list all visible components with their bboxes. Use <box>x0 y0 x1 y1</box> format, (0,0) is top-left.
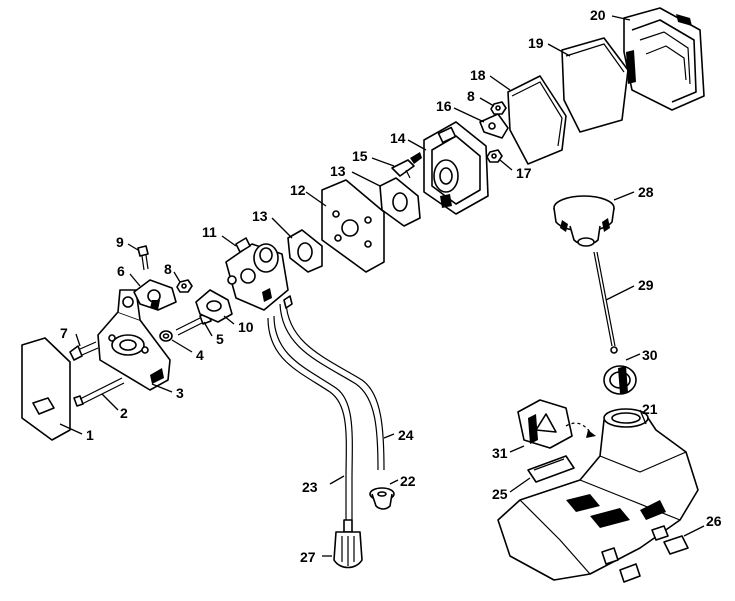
callout-20: 20 <box>590 7 606 23</box>
part-8-nut-right <box>490 101 507 115</box>
callout-6: 6 <box>117 263 125 279</box>
callout-labels: 1 2 3 4 5 6 7 8 9 10 11 12 13 13 15 14 1… <box>60 7 722 565</box>
callout-8-left: 8 <box>164 261 172 277</box>
callout-2: 2 <box>120 405 128 421</box>
callout-31: 31 <box>492 445 508 461</box>
part-12-plate <box>321 179 385 273</box>
callout-10: 10 <box>238 319 254 335</box>
part-28-fuel-cap <box>553 195 615 247</box>
callout-15: 15 <box>352 148 368 164</box>
callout-17: 17 <box>516 165 532 181</box>
callout-22: 22 <box>400 473 416 489</box>
part-21-fuel-tank <box>497 408 699 581</box>
part-29-cord <box>593 251 618 354</box>
callout-18: 18 <box>470 67 486 83</box>
callout-19: 19 <box>528 35 544 51</box>
part-13-gasket-upper <box>379 177 421 227</box>
callout-16: 16 <box>436 98 452 114</box>
callout-30: 30 <box>642 347 658 363</box>
callout-8-right: 8 <box>467 88 475 104</box>
callout-25: 25 <box>492 486 508 502</box>
part-27-fuel-filter <box>333 519 363 569</box>
callout-12: 12 <box>290 182 306 198</box>
callout-5: 5 <box>216 331 224 347</box>
callout-13-lower: 13 <box>252 208 268 224</box>
part-17-nut <box>486 149 503 163</box>
callout-27: 27 <box>300 549 316 565</box>
part-13-gasket-lower <box>287 229 323 273</box>
part-9-screw <box>137 245 149 271</box>
callout-9: 9 <box>116 234 124 250</box>
part-31-label <box>517 399 596 449</box>
part-16-bracket <box>479 113 509 139</box>
part-4-washer <box>159 330 173 342</box>
part-23-fuel-line <box>267 315 353 520</box>
callout-28: 28 <box>638 184 654 200</box>
part-10-gasket <box>195 289 233 323</box>
callout-24: 24 <box>398 427 414 443</box>
part-7-bolt <box>69 341 99 361</box>
part-19-filter-element <box>561 37 629 133</box>
part-3-manifold <box>97 289 171 391</box>
callout-26: 26 <box>706 513 722 529</box>
part-2-long-screw <box>73 377 125 407</box>
part-20-filter-cover <box>623 7 705 111</box>
callout-23: 23 <box>302 479 318 495</box>
part-11-carburetor <box>225 237 289 311</box>
part-26-feet <box>619 535 689 583</box>
part-1-gasket <box>21 337 71 441</box>
part-8-nut-left <box>176 279 193 293</box>
part-6-throttle-bracket <box>133 279 177 311</box>
part-18-filter-pad <box>507 75 567 165</box>
callout-11: 11 <box>202 224 217 240</box>
callout-21: 21 <box>642 401 658 417</box>
callout-13-upper: 13 <box>330 163 346 179</box>
part-15-choke-lever <box>391 152 422 179</box>
callout-1: 1 <box>86 427 94 443</box>
callout-4: 4 <box>196 347 204 363</box>
part-14-filter-base <box>423 121 489 215</box>
leader-lines <box>59 15 705 557</box>
callout-7: 7 <box>60 325 68 341</box>
callout-14: 14 <box>390 130 406 146</box>
part-25-pad <box>527 455 575 483</box>
callout-3: 3 <box>176 385 184 401</box>
part-22-grommet <box>369 487 395 510</box>
callout-29: 29 <box>638 277 654 293</box>
part-24-fuel-line <box>279 295 385 471</box>
part-30-ring <box>603 365 637 395</box>
